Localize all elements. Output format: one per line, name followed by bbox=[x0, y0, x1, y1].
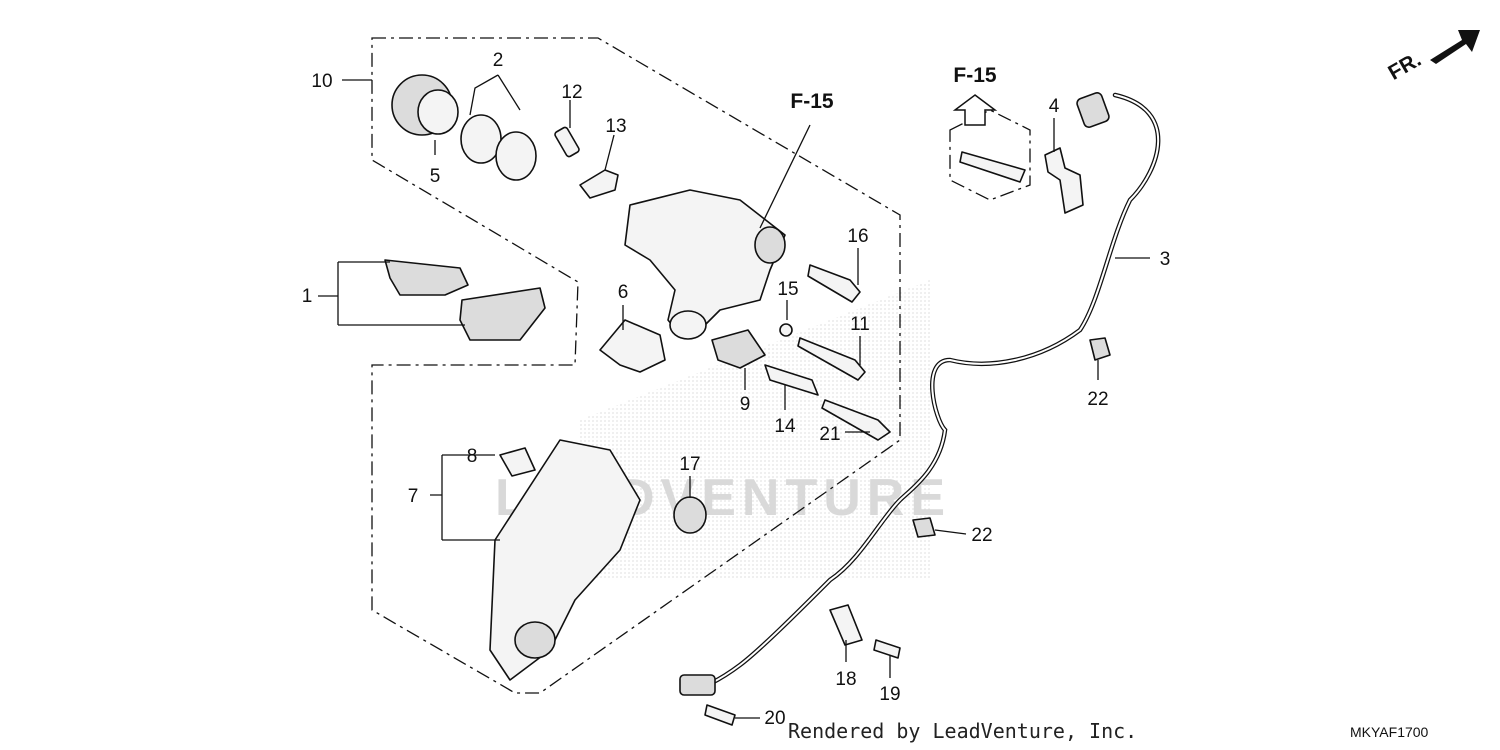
direction-label: FR. bbox=[1384, 48, 1425, 85]
part-bolt-20 bbox=[704, 704, 736, 726]
up-arrow-icon bbox=[952, 94, 998, 126]
part-speed-sensor-wire bbox=[679, 92, 1161, 696]
callout-9: 9 bbox=[740, 394, 751, 415]
part-bolt-16 bbox=[807, 264, 861, 303]
part-f15-bolt bbox=[959, 151, 1026, 183]
leader-22b bbox=[934, 529, 967, 535]
callout-22b: 22 bbox=[971, 525, 992, 546]
callout-2: 2 bbox=[493, 50, 504, 71]
callout-1: 1 bbox=[302, 286, 313, 307]
callout-14: 14 bbox=[774, 416, 796, 437]
callout-5: 5 bbox=[430, 166, 441, 187]
part-stay bbox=[1044, 147, 1084, 214]
part-clip bbox=[499, 447, 536, 477]
callout-3: 3 bbox=[1160, 249, 1171, 270]
callout-6: 6 bbox=[618, 282, 629, 303]
part-clamp-22b bbox=[912, 517, 936, 538]
part-pad-a bbox=[384, 259, 469, 296]
piston-face bbox=[417, 89, 459, 135]
leader-7-8 bbox=[430, 454, 500, 541]
front-direction-arrow: FR. bbox=[1384, 30, 1480, 85]
caliper-boss bbox=[669, 310, 707, 340]
leader-13 bbox=[604, 134, 615, 171]
caliper-group-outline bbox=[371, 37, 901, 694]
sensor-wire-inner bbox=[689, 94, 1160, 691]
callouts: 1 2 3 4 5 6 7 8 9 10 11 12 13 14 15 16 1… bbox=[302, 50, 1171, 729]
part-grommet bbox=[673, 496, 707, 534]
callout-18: 18 bbox=[835, 669, 856, 690]
bracket-hole bbox=[514, 621, 556, 659]
callout-22a: 22 bbox=[1087, 389, 1108, 410]
callout-16: 16 bbox=[847, 226, 868, 247]
part-bolt-11 bbox=[797, 337, 866, 381]
part-piston bbox=[391, 74, 459, 136]
callout-19: 19 bbox=[879, 684, 900, 705]
bolt-group-outline bbox=[949, 109, 1031, 201]
ref-arrow-f15-right bbox=[952, 94, 998, 126]
credit-text: Rendered by LeadVenture, Inc. bbox=[788, 719, 1137, 743]
callout-8: 8 bbox=[467, 446, 478, 467]
arrow-icon bbox=[1430, 30, 1480, 64]
caliper-shell bbox=[624, 189, 786, 336]
callout-12: 12 bbox=[561, 82, 582, 103]
part-caliper-bracket bbox=[489, 439, 641, 681]
part-boot bbox=[711, 329, 766, 369]
callout-10: 10 bbox=[311, 71, 332, 92]
part-clamp-18 bbox=[829, 604, 863, 646]
sensor-head bbox=[679, 674, 716, 696]
part-pad-spring bbox=[599, 319, 666, 373]
caliper-port bbox=[754, 226, 786, 264]
callout-20: 20 bbox=[764, 708, 785, 729]
part-bolt-21 bbox=[821, 399, 891, 441]
callout-11: 11 bbox=[850, 314, 870, 335]
leader-f15 bbox=[759, 124, 811, 229]
callout-15: 15 bbox=[777, 279, 798, 300]
part-seal-b bbox=[495, 131, 537, 181]
sensor-connector bbox=[1076, 92, 1110, 128]
leader-1 bbox=[318, 261, 465, 326]
part-cap bbox=[579, 169, 619, 199]
leader-2 bbox=[469, 74, 521, 116]
ref-label-f15-left: F-15 bbox=[790, 90, 834, 113]
part-sleeve bbox=[764, 364, 819, 396]
part-washer-15 bbox=[779, 323, 793, 337]
callout-4: 4 bbox=[1049, 96, 1060, 117]
callout-13: 13 bbox=[605, 116, 626, 137]
callout-21: 21 bbox=[819, 424, 840, 445]
part-bolt-19 bbox=[873, 639, 901, 659]
diagram-code: MKYAF1700 bbox=[1350, 724, 1429, 740]
ref-label-f15-right: F-15 bbox=[953, 64, 997, 87]
part-seal-a bbox=[460, 114, 502, 164]
part-bleeder bbox=[554, 126, 580, 158]
leader-lines bbox=[318, 74, 1150, 719]
part-caliper-body bbox=[624, 189, 786, 340]
part-clamp-22a bbox=[1089, 337, 1111, 361]
callout-17: 17 bbox=[679, 454, 700, 475]
callout-7: 7 bbox=[408, 486, 419, 507]
part-pad-b bbox=[459, 287, 546, 341]
